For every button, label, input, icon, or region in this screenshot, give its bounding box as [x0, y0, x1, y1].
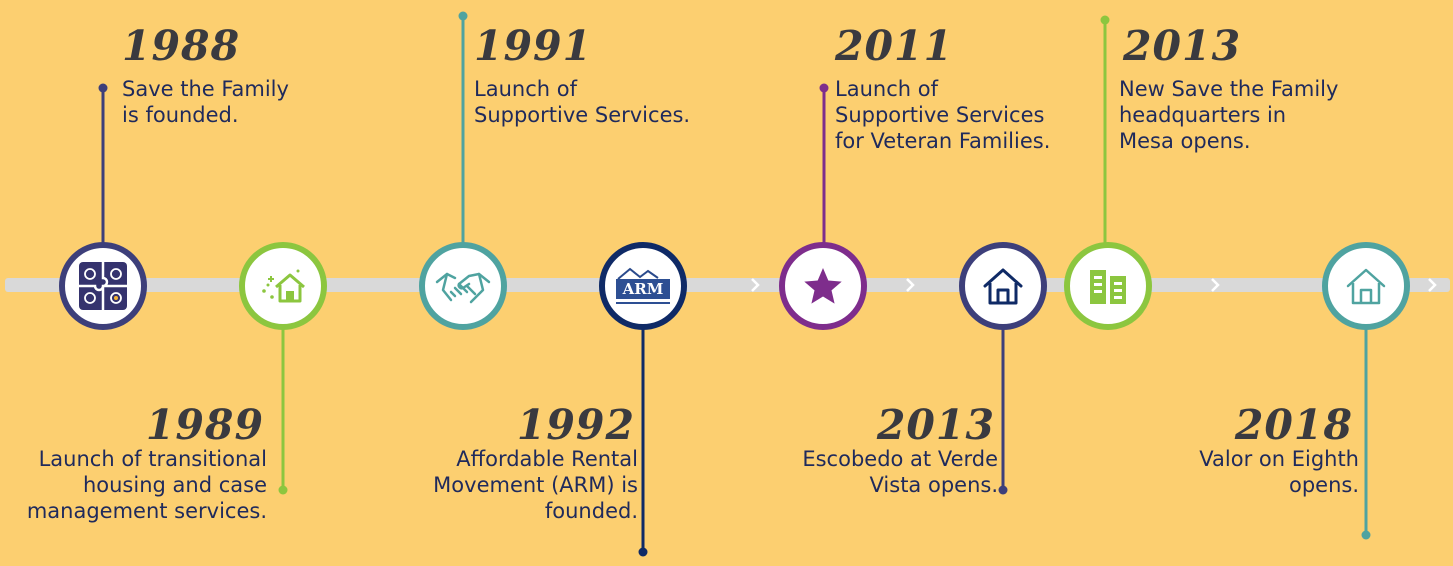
event-2013-verde-vista-description: Escobedo at Verde Vista opens. [802, 446, 998, 498]
house-icon [983, 268, 1023, 305]
event-2013-verde-vista-line-2: Vista opens. [869, 473, 998, 497]
event-1991-description: Launch of Supportive Services. [474, 76, 690, 128]
track-chevron-1 [751, 278, 760, 292]
timeline-track [5, 278, 1450, 292]
event-2011-line-1: Launch of [835, 77, 938, 101]
event-1992-line-2: Movement (ARM) is [433, 473, 638, 497]
event-1989-description: Launch of transitional housing and case … [27, 446, 267, 524]
house-outline-icon [1346, 268, 1386, 305]
connector-dot-1992 [638, 547, 648, 557]
node-1991 [419, 242, 507, 330]
event-2013-verde-vista-line-1: Escobedo at Verde [802, 447, 998, 471]
node-2013-verde-vista [959, 242, 1047, 330]
event-1991-line-1: Launch of [474, 77, 577, 101]
arm-logo-icon: ARM [616, 267, 670, 304]
connector-dot-1991 [458, 11, 468, 21]
event-1992-line-3: founded. [544, 499, 638, 523]
connector-dot-1989 [278, 485, 288, 495]
event-2011-year: 2011 [835, 22, 954, 70]
event-1992-line-1: Affordable Rental [456, 447, 638, 471]
event-2013-headquarters-line-1: New Save the Family [1119, 77, 1339, 101]
event-1991-line-2: Supportive Services. [474, 103, 691, 127]
connector-dot-2013a [998, 485, 1008, 495]
track-chevron-3 [1211, 278, 1220, 292]
track-chevron-2 [906, 278, 915, 292]
event-1989-line-2: housing and case [82, 473, 267, 497]
connector-dot-1988 [98, 83, 108, 93]
arm-logo-text: ARM [622, 280, 664, 298]
star-icon [804, 268, 842, 304]
node-1992: ARM [599, 242, 687, 330]
event-2013-verde-vista-year: 2013 [876, 401, 995, 449]
event-2011-line-2: Supportive Services [835, 103, 1045, 127]
event-1992-description: Affordable Rental Movement (ARM) is foun… [433, 446, 638, 524]
puzzle-logo-icon [79, 262, 127, 310]
connector-dot-2018 [1361, 530, 1371, 540]
event-2011-line-3: for Veteran Families. [835, 129, 1051, 153]
event-1989-line-3: management services. [26, 499, 267, 523]
event-1989-line-1: Launch of transitional [38, 447, 267, 471]
event-1988-description: Save the Family is founded. [122, 76, 289, 128]
event-1989-year: 1989 [145, 401, 264, 449]
track-arrow-markers [751, 278, 1437, 292]
node-2011 [779, 242, 867, 330]
track-chevron-4 [1428, 278, 1437, 292]
event-2018-line-2: opens. [1288, 473, 1359, 497]
event-2013-headquarters-line-3: Mesa opens. [1119, 129, 1251, 153]
event-2018-description: Valor on Eighth opens. [1199, 446, 1359, 498]
event-1992-year: 1992 [516, 401, 635, 449]
event-2013-headquarters-year: 2013 [1123, 22, 1242, 70]
node-1988 [59, 242, 147, 330]
connector-dot-2013b [1100, 15, 1110, 25]
event-1988-line-1: Save the Family [122, 77, 289, 101]
node-2013-headquarters [1064, 242, 1152, 330]
node-1989 [239, 242, 327, 330]
event-2013-headquarters-line-2: headquarters in [1119, 103, 1287, 127]
handshake-icon [435, 272, 491, 304]
sparkle-house-icon [262, 269, 305, 303]
building-icon [1090, 270, 1126, 304]
event-2018-year: 2018 [1234, 401, 1353, 449]
event-2011-description: Launch of Supportive Services for Vetera… [835, 76, 1050, 154]
event-2018-line-1: Valor on Eighth [1199, 447, 1359, 471]
node-2018 [1322, 242, 1410, 330]
event-1988-year: 1988 [122, 22, 241, 70]
event-2013-headquarters-description: New Save the Family headquarters in Mesa… [1119, 76, 1338, 154]
connector-dot-2011 [819, 83, 829, 93]
event-1991-year: 1991 [474, 22, 593, 70]
event-1988-line-2: is founded. [122, 103, 239, 127]
timeline-connectors [98, 11, 1371, 557]
